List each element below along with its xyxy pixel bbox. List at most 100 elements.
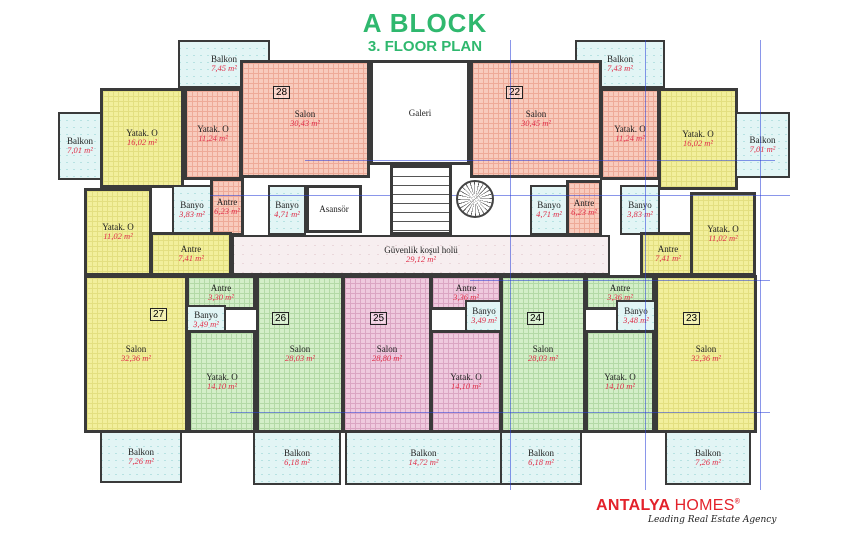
room-area: 6,23 m²: [214, 206, 240, 217]
room-name: Balkon: [749, 134, 776, 145]
room-name: Banyo: [275, 199, 299, 210]
room-name: Banyo: [628, 199, 652, 210]
logo-registered-mark: ®: [734, 498, 741, 506]
room-name: Balkon: [607, 53, 633, 64]
room-area: 30,43 m²: [290, 118, 320, 129]
room-area: 30,45 m²: [521, 118, 551, 129]
room-area: 3,36 m²: [453, 291, 479, 302]
room-name: Balkon: [211, 53, 237, 64]
dimension-line: [305, 160, 775, 161]
room-area: 7,01 m²: [749, 144, 776, 155]
room-area: 7,43 m²: [607, 63, 633, 74]
room-name: Antre: [216, 196, 238, 207]
room-name: Salon: [294, 108, 316, 119]
room-label: Asansör: [309, 204, 359, 214]
dimension-line: [210, 195, 790, 196]
room-name: Yatak. O: [197, 123, 229, 134]
room-area: 16,02 m²: [127, 137, 157, 148]
room-name: Yatak. O: [206, 371, 238, 382]
room-name: Balkon: [410, 447, 437, 458]
room-area: 7,26 m²: [695, 457, 721, 468]
unit-number: 28: [273, 86, 291, 99]
room-area: 4,71 m²: [274, 209, 300, 220]
room-name: Banyo: [624, 305, 648, 316]
block-title: A BLOCK: [362, 8, 488, 38]
room-area: 7,26 m²: [128, 456, 154, 467]
room-name: Antre: [609, 282, 631, 293]
room-label: Galeri: [373, 107, 467, 117]
spiral-staircase: [456, 180, 494, 218]
room-name: Antre: [573, 197, 595, 208]
room-name: Banyo: [180, 199, 204, 210]
room-area: 11,24 m²: [198, 133, 228, 144]
room-area: 7,41 m²: [178, 253, 204, 264]
room-name: Balkon: [695, 447, 721, 458]
room-area: 7,41 m²: [655, 253, 681, 264]
room-area: 11,02 m²: [708, 233, 738, 244]
room-area: 3,49 m²: [471, 315, 497, 326]
room-area: 7,45 m²: [211, 63, 237, 74]
room-name: Balkon: [128, 446, 154, 457]
room-area: 29,12 m²: [406, 254, 436, 265]
room-area: 14,10 m²: [605, 380, 635, 391]
antalya-homes-logo: ANTALYA HOMES® Leading Real Estate Agenc…: [596, 497, 776, 525]
dimension-line: [470, 280, 770, 281]
room-area: 3,36 m²: [607, 291, 633, 302]
room-name: Balkon: [284, 447, 310, 458]
room-area: 3,83 m²: [179, 209, 205, 220]
room-name: Yatak. O: [707, 223, 739, 234]
room-name: Yatak. O: [604, 371, 636, 382]
room-area: 3,83 m²: [627, 209, 653, 220]
room-area: 3,48 m²: [623, 315, 649, 326]
room-area: 14,10 m²: [207, 380, 237, 391]
room-name: Antre: [657, 243, 679, 254]
room-name: Banyo: [194, 309, 218, 320]
